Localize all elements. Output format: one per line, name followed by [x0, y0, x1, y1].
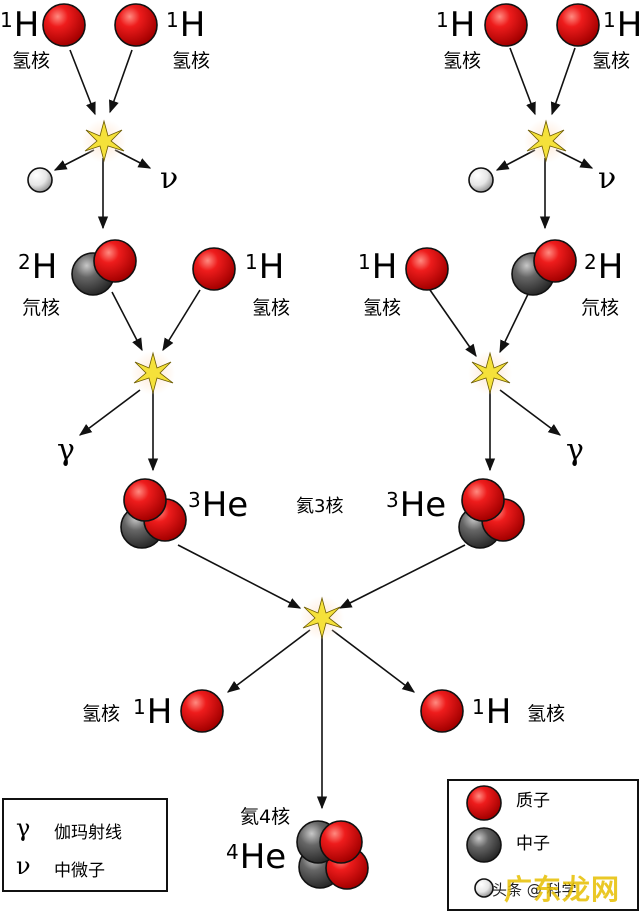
isotope-label: 1H	[133, 692, 173, 732]
deuterium-nucleus	[511, 239, 577, 296]
legend-text-proton: 质子	[516, 791, 550, 811]
legend-neutron-swatch	[466, 827, 502, 863]
proton-particle	[405, 247, 449, 291]
helium3-nucleus	[458, 478, 525, 549]
isotope-label: 1H	[436, 5, 476, 45]
isotope-label: 3He	[188, 485, 249, 525]
legend-text-neutron: 中子	[516, 834, 550, 854]
nucleus-name: 氢核	[252, 297, 291, 319]
helium4-nucleus	[296, 820, 369, 890]
helium3-nucleus	[120, 478, 187, 549]
positron-particle	[27, 167, 53, 193]
nucleus-name: 氦3核	[296, 496, 344, 517]
gamma-symbol: γ	[566, 433, 584, 468]
nucleus-name: 氢核	[363, 297, 402, 319]
nucleus-name: 氢核	[527, 703, 566, 725]
isotope-label: 1H	[0, 5, 40, 45]
legend-symbol: ν	[16, 852, 31, 880]
isotope-label: 3He	[386, 485, 447, 525]
legend-text: 伽玛射线	[54, 823, 122, 843]
legend-nucleons	[447, 779, 639, 911]
legend-row-neutrino: ν 中微子	[16, 852, 105, 881]
isotope-label: 1H	[166, 5, 206, 45]
legend-proton-swatch	[466, 785, 502, 821]
isotope-label: 1H	[603, 5, 640, 45]
watermark-logo: 广东龙网	[504, 873, 621, 906]
isotope-label: 2H	[584, 247, 624, 287]
proton-particle	[114, 3, 158, 47]
proton-particle	[556, 3, 600, 47]
proton-particle	[420, 689, 464, 733]
nucleus-name: 氢核	[592, 50, 631, 72]
legend-row-gamma: γ 伽玛射线	[16, 814, 122, 843]
proton-particle	[180, 689, 224, 733]
isotope-label: 2H	[18, 247, 58, 287]
nucleus-name: 氦4核	[240, 806, 291, 828]
legend-text: 中微子	[54, 861, 105, 881]
nucleus-name: 氢核	[443, 50, 482, 72]
proton-particle	[484, 3, 528, 47]
isotope-label: 1H	[472, 692, 512, 732]
legend-symbol: γ	[16, 814, 31, 842]
proton-particle	[42, 3, 86, 47]
nucleus-name: 氢核	[172, 50, 211, 72]
watermark-text: 头条 @ 科学	[492, 881, 577, 899]
positron-particle	[468, 167, 494, 193]
deuterium-nucleus	[71, 239, 137, 296]
isotope-label: 1H	[245, 247, 285, 287]
gamma-symbol: γ	[57, 433, 75, 468]
neutrino-symbol: ν	[598, 161, 617, 196]
isotope-label: 4He	[226, 837, 287, 877]
isotope-label: 1H	[358, 247, 398, 287]
reaction-flash	[82, 119, 126, 163]
nucleus-name: 氢核	[12, 50, 51, 72]
reaction-flash	[131, 351, 175, 395]
legend-particles: γ 伽玛射线 ν 中微子	[2, 798, 168, 892]
nucleus-name: 氘核	[581, 297, 620, 319]
neutrino-symbol: ν	[160, 161, 179, 196]
reaction-arrows	[53, 47, 594, 810]
nucleus-name: 氢核	[82, 703, 121, 725]
proton-particle	[192, 247, 236, 291]
reaction-flash	[300, 596, 344, 640]
reaction-flash	[468, 351, 512, 395]
legend-positron-swatch	[474, 878, 494, 898]
reaction-flash	[524, 119, 568, 163]
nucleus-name: 氘核	[22, 297, 61, 319]
